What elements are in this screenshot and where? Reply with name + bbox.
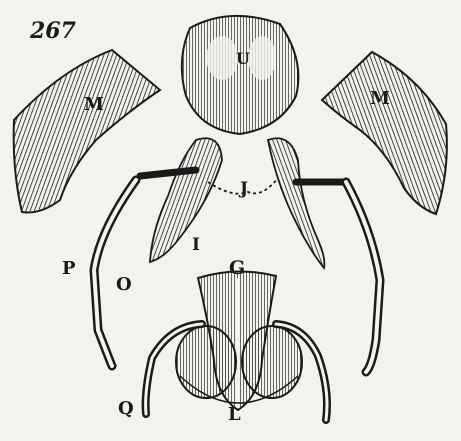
figure-number: 267 xyxy=(29,18,77,44)
label-j: J xyxy=(238,179,248,199)
label-i: I xyxy=(192,235,200,255)
label-m-left: M xyxy=(84,94,104,115)
left-mandible-shape xyxy=(14,50,160,213)
label-l: L xyxy=(228,404,241,425)
label-m-right: M xyxy=(370,88,390,109)
labrum-shape xyxy=(182,16,299,134)
label-o: O xyxy=(116,274,132,295)
label-g: G xyxy=(229,257,245,279)
label-q: Q xyxy=(118,398,134,419)
right-mandible-shape xyxy=(322,52,447,214)
label-p: P xyxy=(62,258,76,279)
label-u: U xyxy=(236,49,250,68)
